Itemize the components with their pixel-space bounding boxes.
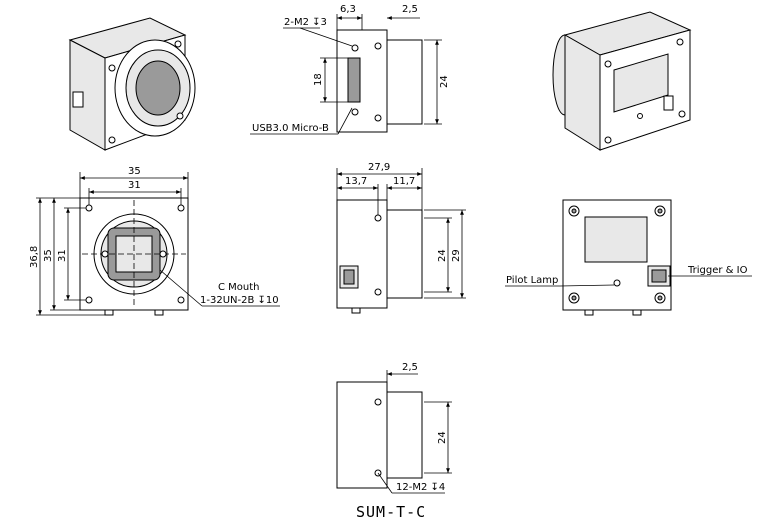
iso-view-rear (552, 11, 692, 151)
dim-2-5-top: 2,5 (402, 4, 418, 15)
dim-31-front: 31 (128, 180, 141, 191)
side-view (336, 168, 466, 314)
label-c-mouth: C Mouth (218, 282, 260, 293)
dim-35-vertical: 35 (43, 249, 54, 262)
dim-18: 18 (313, 73, 324, 86)
iso-view-front (68, 17, 196, 151)
label-2-m2: 2-M2 ↧3 (284, 17, 327, 28)
dim-35-front: 35 (128, 166, 141, 177)
label-12-m2: 12-M2 ↧4 (396, 482, 445, 493)
dim-24-bottom: 24 (437, 431, 448, 444)
dim-31-vertical: 31 (57, 249, 68, 262)
label-trigger-io: Trigger & IO (687, 265, 748, 276)
bottom-view (336, 370, 452, 494)
label-usb: USB3.0 Micro-B (252, 123, 329, 134)
dim-29: 29 (451, 249, 462, 262)
dim-13-7: 13,7 (345, 176, 367, 187)
dim-2-5-bottom: 2,5 (402, 362, 418, 373)
model-title: SUM-T-C (356, 503, 426, 521)
dim-6-3: 6,3 (340, 4, 356, 15)
dim-27-9: 27,9 (368, 162, 390, 173)
top-view (250, 14, 442, 135)
label-pilot-lamp: Pilot Lamp (506, 275, 558, 286)
label-thread: 1-32UN-2B ↧10 (200, 295, 279, 306)
dim-24-side: 24 (437, 249, 448, 262)
dim-36-8: 36,8 (29, 246, 40, 268)
dim-24-top: 24 (439, 75, 450, 88)
rear-view (505, 199, 752, 316)
front-view (36, 172, 280, 316)
dim-11-7: 11,7 (393, 176, 415, 187)
